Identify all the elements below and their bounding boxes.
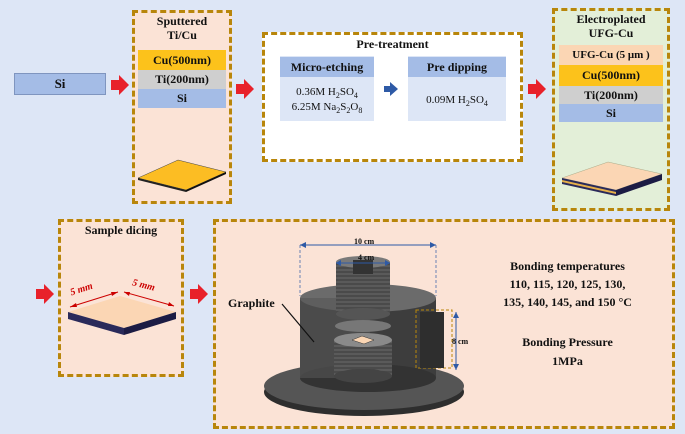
electroplated-title-line2: UFG-Cu [588, 26, 634, 40]
pre-dipping-line1-sub2: 4 [483, 99, 488, 109]
electroplated-title: Electroplated UFG-Cu [552, 12, 670, 40]
dim-4cm-label: 4 cm [358, 253, 375, 262]
micro-etching-line2: 6.25M Na2S2O8 [280, 101, 374, 115]
electroplated-cu-layer: Cu(500nm) [559, 65, 663, 86]
pre-dipping-line1-b: SO [469, 94, 484, 106]
diced-sample [68, 291, 176, 335]
micro-etching-line1-sub: 2 [335, 91, 340, 101]
electroplated-wafer [561, 161, 663, 196]
dim-10cm-label: 10 cm [354, 237, 375, 246]
sputtered-cu-layer: Cu(500nm) [138, 50, 226, 70]
micro-etching-line2-a: 6.25M Na [291, 101, 337, 113]
bonding-pressure-title: Bonding Pressure [522, 335, 613, 349]
sputtered-title-line2: Ti/Cu [167, 28, 197, 42]
graphite-label: Graphite [228, 296, 275, 310]
pre-dipping-line1-sub: 2 [465, 99, 470, 109]
bonding-pressure-value: 1MPa [552, 354, 583, 368]
sputtered-si-layer: Si [138, 89, 226, 108]
bonding-apparatus [264, 242, 464, 416]
bonding-temp-line1: 110, 115, 120, 125, 130, [509, 277, 626, 291]
pre-dipping-line1: 0.09M H2SO4 [408, 94, 506, 108]
sputtered-wafer [137, 159, 227, 192]
electroplated-ti-layer: Ti(200nm) [559, 86, 663, 104]
arrow-right-icon [528, 79, 546, 99]
micro-etching-header: Micro-etching [280, 57, 374, 77]
micro-etching-line2-sub3: 8 [358, 106, 363, 116]
micro-etching-line1-sub2: 4 [353, 91, 358, 101]
dim-8cm-label: 8 cm [452, 337, 469, 346]
sputtered-ti-layer: Ti(200nm) [138, 70, 226, 89]
electroplated-title-line1: Electroplated [576, 12, 646, 26]
arrow-right-icon [190, 284, 208, 304]
electroplated-ufg-layer: UFG-Cu (5 μm ) [559, 45, 663, 65]
micro-etching-line2-sub: 2 [336, 106, 341, 116]
sample-dicing-title: Sample dicing [84, 223, 158, 237]
si-start-layer: Si [14, 73, 106, 95]
micro-etching-line1: 0.36M H2SO4 [280, 86, 374, 100]
pretreatment-title: Pre-treatment [356, 37, 429, 51]
arrow-right-icon [36, 284, 54, 304]
micro-etching-line1-b: SO [339, 86, 354, 98]
electroplated-si-layer: Si [559, 104, 663, 122]
pre-dipping-line1-a: 0.09M H [426, 94, 466, 106]
micro-etching-line2-sub2: 2 [346, 106, 351, 116]
arrow-right-icon [384, 82, 398, 96]
sputtered-title: Sputtered Ti/Cu [132, 14, 232, 42]
micro-etching-line1-a: 0.36M H [296, 86, 336, 98]
pre-dipping-header: Pre dipping [408, 57, 506, 77]
bonding-temp-line2: 135, 140, 145, and 150 °C [503, 295, 632, 309]
arrow-right-icon [111, 75, 129, 95]
micro-etching-line2-c: O [350, 101, 359, 113]
sputtered-title-line1: Sputtered [156, 14, 208, 28]
arrow-right-icon [236, 79, 254, 99]
micro-etching-line2-b: S [340, 101, 347, 113]
bonding-temp-title: Bonding temperatures [510, 259, 625, 273]
